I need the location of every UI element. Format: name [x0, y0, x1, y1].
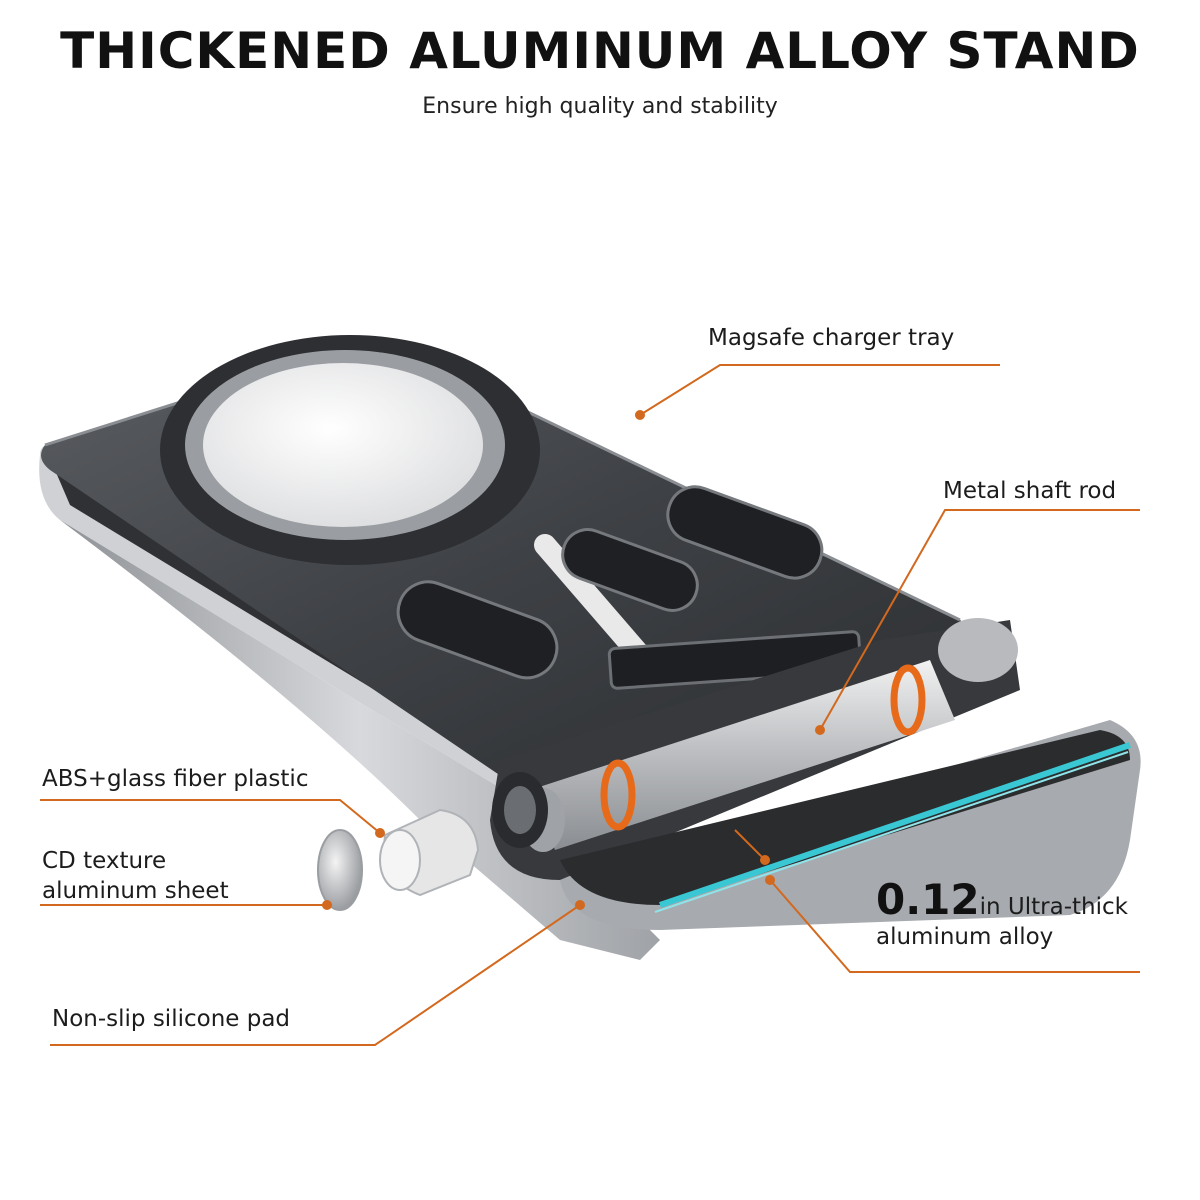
- dot-thickness-b: [765, 875, 775, 885]
- dot-cd-texture: [322, 900, 332, 910]
- dot-magsafe: [635, 410, 645, 420]
- page-title: THICKENED ALUMINUM ALLOY STAND: [60, 22, 1140, 80]
- dot-silicone-pad: [575, 900, 585, 910]
- leader-abs-plastic: [40, 799, 381, 834]
- magsafe-charger: [160, 335, 651, 666]
- dot-thickness-a: [760, 855, 770, 865]
- thickness-value: 0.12: [876, 875, 980, 924]
- cd-texture-disc: [317, 829, 363, 911]
- dot-shaft-rod: [815, 725, 825, 735]
- callout-dots: [322, 410, 825, 910]
- leader-shaft-rod: [819, 509, 1140, 731]
- leader-silicone-pad: [50, 904, 581, 1046]
- thickness-text-line2: aluminum alloy: [876, 924, 1054, 950]
- label-cd-texture-line1: CD texture: [42, 848, 167, 874]
- label-cd-texture: CD texture aluminum sheet: [42, 846, 229, 906]
- label-metal-shaft-rod: Metal shaft rod: [943, 478, 1117, 504]
- leader-thickness-a: [734, 829, 766, 861]
- dot-abs-plastic: [375, 828, 385, 838]
- silicone-pad: [560, 720, 1141, 930]
- adjustment-knob: [379, 808, 480, 897]
- label-silicone-pad: Non-slip silicone pad: [52, 1006, 291, 1032]
- label-cd-texture-line2: aluminum sheet: [42, 878, 229, 904]
- label-abs-plastic: ABS+glass fiber plastic: [42, 766, 309, 792]
- metal-shaft-rod: [492, 660, 955, 852]
- label-thickness: 0.12in Ultra-thick aluminum alloy: [876, 879, 1128, 952]
- page-subtitle: Ensure high quality and stability: [422, 94, 778, 119]
- thickness-unit: in: [979, 894, 1001, 920]
- leader-thickness-b: [769, 879, 1140, 973]
- thickness-text-line1: Ultra-thick: [1000, 894, 1128, 920]
- leader-magsafe: [639, 364, 1000, 416]
- callout-lines: [40, 364, 1140, 1046]
- label-magsafe-tray: Magsafe charger tray: [708, 325, 955, 351]
